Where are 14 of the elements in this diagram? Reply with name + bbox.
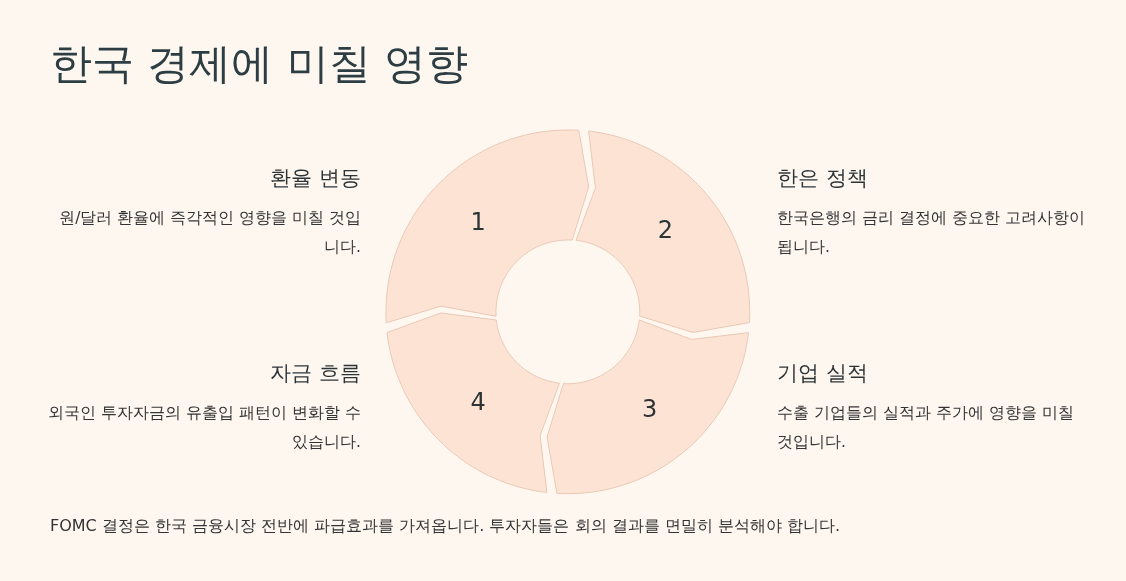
heading: 자금 흐름: [270, 360, 361, 387]
description: 원/달러 환율에 즉각적인 영향을 미칠 것입니다.: [58, 208, 361, 258]
step-number: 2: [657, 216, 673, 245]
description: 수출 기업들의 실적과 주가에 영향을 미칠 것입니다.: [777, 403, 1075, 453]
description: 한국은행의 금리 결정에 중요한 고려사항이 됩니다.: [777, 208, 1086, 258]
title: 한국 경제에 미칠 영향: [50, 38, 469, 90]
step-number: 1: [470, 208, 486, 237]
description: 외국인 투자자금의 유출입 패턴이 변화할 수 있습니다.: [47, 403, 361, 453]
step-number: 3: [642, 395, 658, 424]
step-number: 4: [470, 387, 486, 416]
heading: 환율 변동: [270, 165, 361, 192]
heading: 기업 실적: [777, 360, 868, 387]
caption: FOMC 결정은 한국 금융시장 전반에 파급효과를 가져옵니다. 투자자들은 회의 결과를 면밀히 분석해야 합니다.: [50, 516, 840, 537]
heading: 한은 정책: [777, 165, 868, 192]
